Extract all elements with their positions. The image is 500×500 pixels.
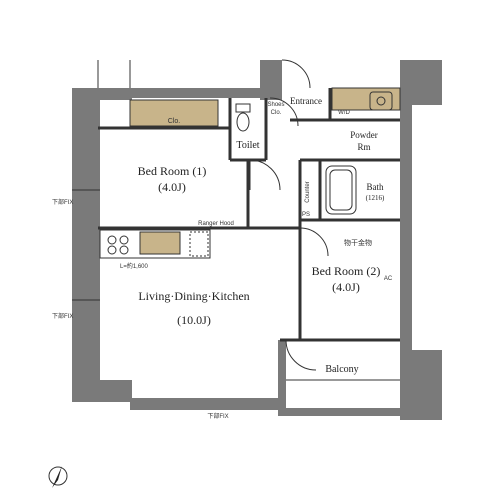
exterior-walls <box>72 60 442 420</box>
window-fix-top-label: 下部FIX <box>52 198 73 206</box>
stove-icon <box>107 235 129 255</box>
powder-label-2: Rm <box>357 142 370 152</box>
toilet-label: Toilet <box>236 140 259 151</box>
bath-label: Bath <box>367 182 384 192</box>
counter-label: Counter <box>305 181 311 202</box>
windows <box>72 60 131 301</box>
drying-rack-label: 物干金物 <box>344 238 372 247</box>
ac-label: AC <box>384 276 393 282</box>
bed2-size: (4.0J) <box>332 280 360 294</box>
bed1-closet <box>129 99 219 127</box>
toilet-icon <box>235 103 251 132</box>
bathtub-icon <box>325 165 357 215</box>
bed2-name: Bed Room (2) <box>312 264 381 278</box>
shoes-clo-label-1: Shoes <box>267 102 284 108</box>
entrance-cabinet <box>331 87 401 111</box>
door-swing-icon <box>249 59 329 371</box>
north-arrow-icon <box>48 466 68 488</box>
bed1-name: Bed Room (1) <box>138 164 207 178</box>
window-fix-bottom-label: 下部FIX <box>207 412 228 420</box>
ranger-hood-label: Ranger Hood <box>198 221 234 227</box>
entrance-label: Entrance <box>290 96 322 106</box>
sink-icon <box>369 91 393 111</box>
interior-walls <box>98 88 400 342</box>
shoes-clo-label-2: Clo. <box>271 110 282 116</box>
kitchen-width-label: L=約1,600 <box>120 262 149 270</box>
bed1-size: (4.0J) <box>158 180 186 194</box>
kitchen-counter <box>99 229 211 259</box>
clo-bed1-label: Clo. <box>168 118 181 125</box>
window-fix-mid-label: 下部FIX <box>52 312 73 320</box>
ps-label: PS <box>302 212 310 218</box>
wd-label: W/D <box>338 110 350 116</box>
ldk-name: Living·Dining·Kitchen <box>138 289 249 303</box>
powder-label-1: Powder <box>350 130 378 140</box>
balcony-label: Balcony <box>325 364 358 375</box>
bath-size-label: (1216) <box>366 194 385 202</box>
ldk-size: (10.0J) <box>177 313 211 327</box>
